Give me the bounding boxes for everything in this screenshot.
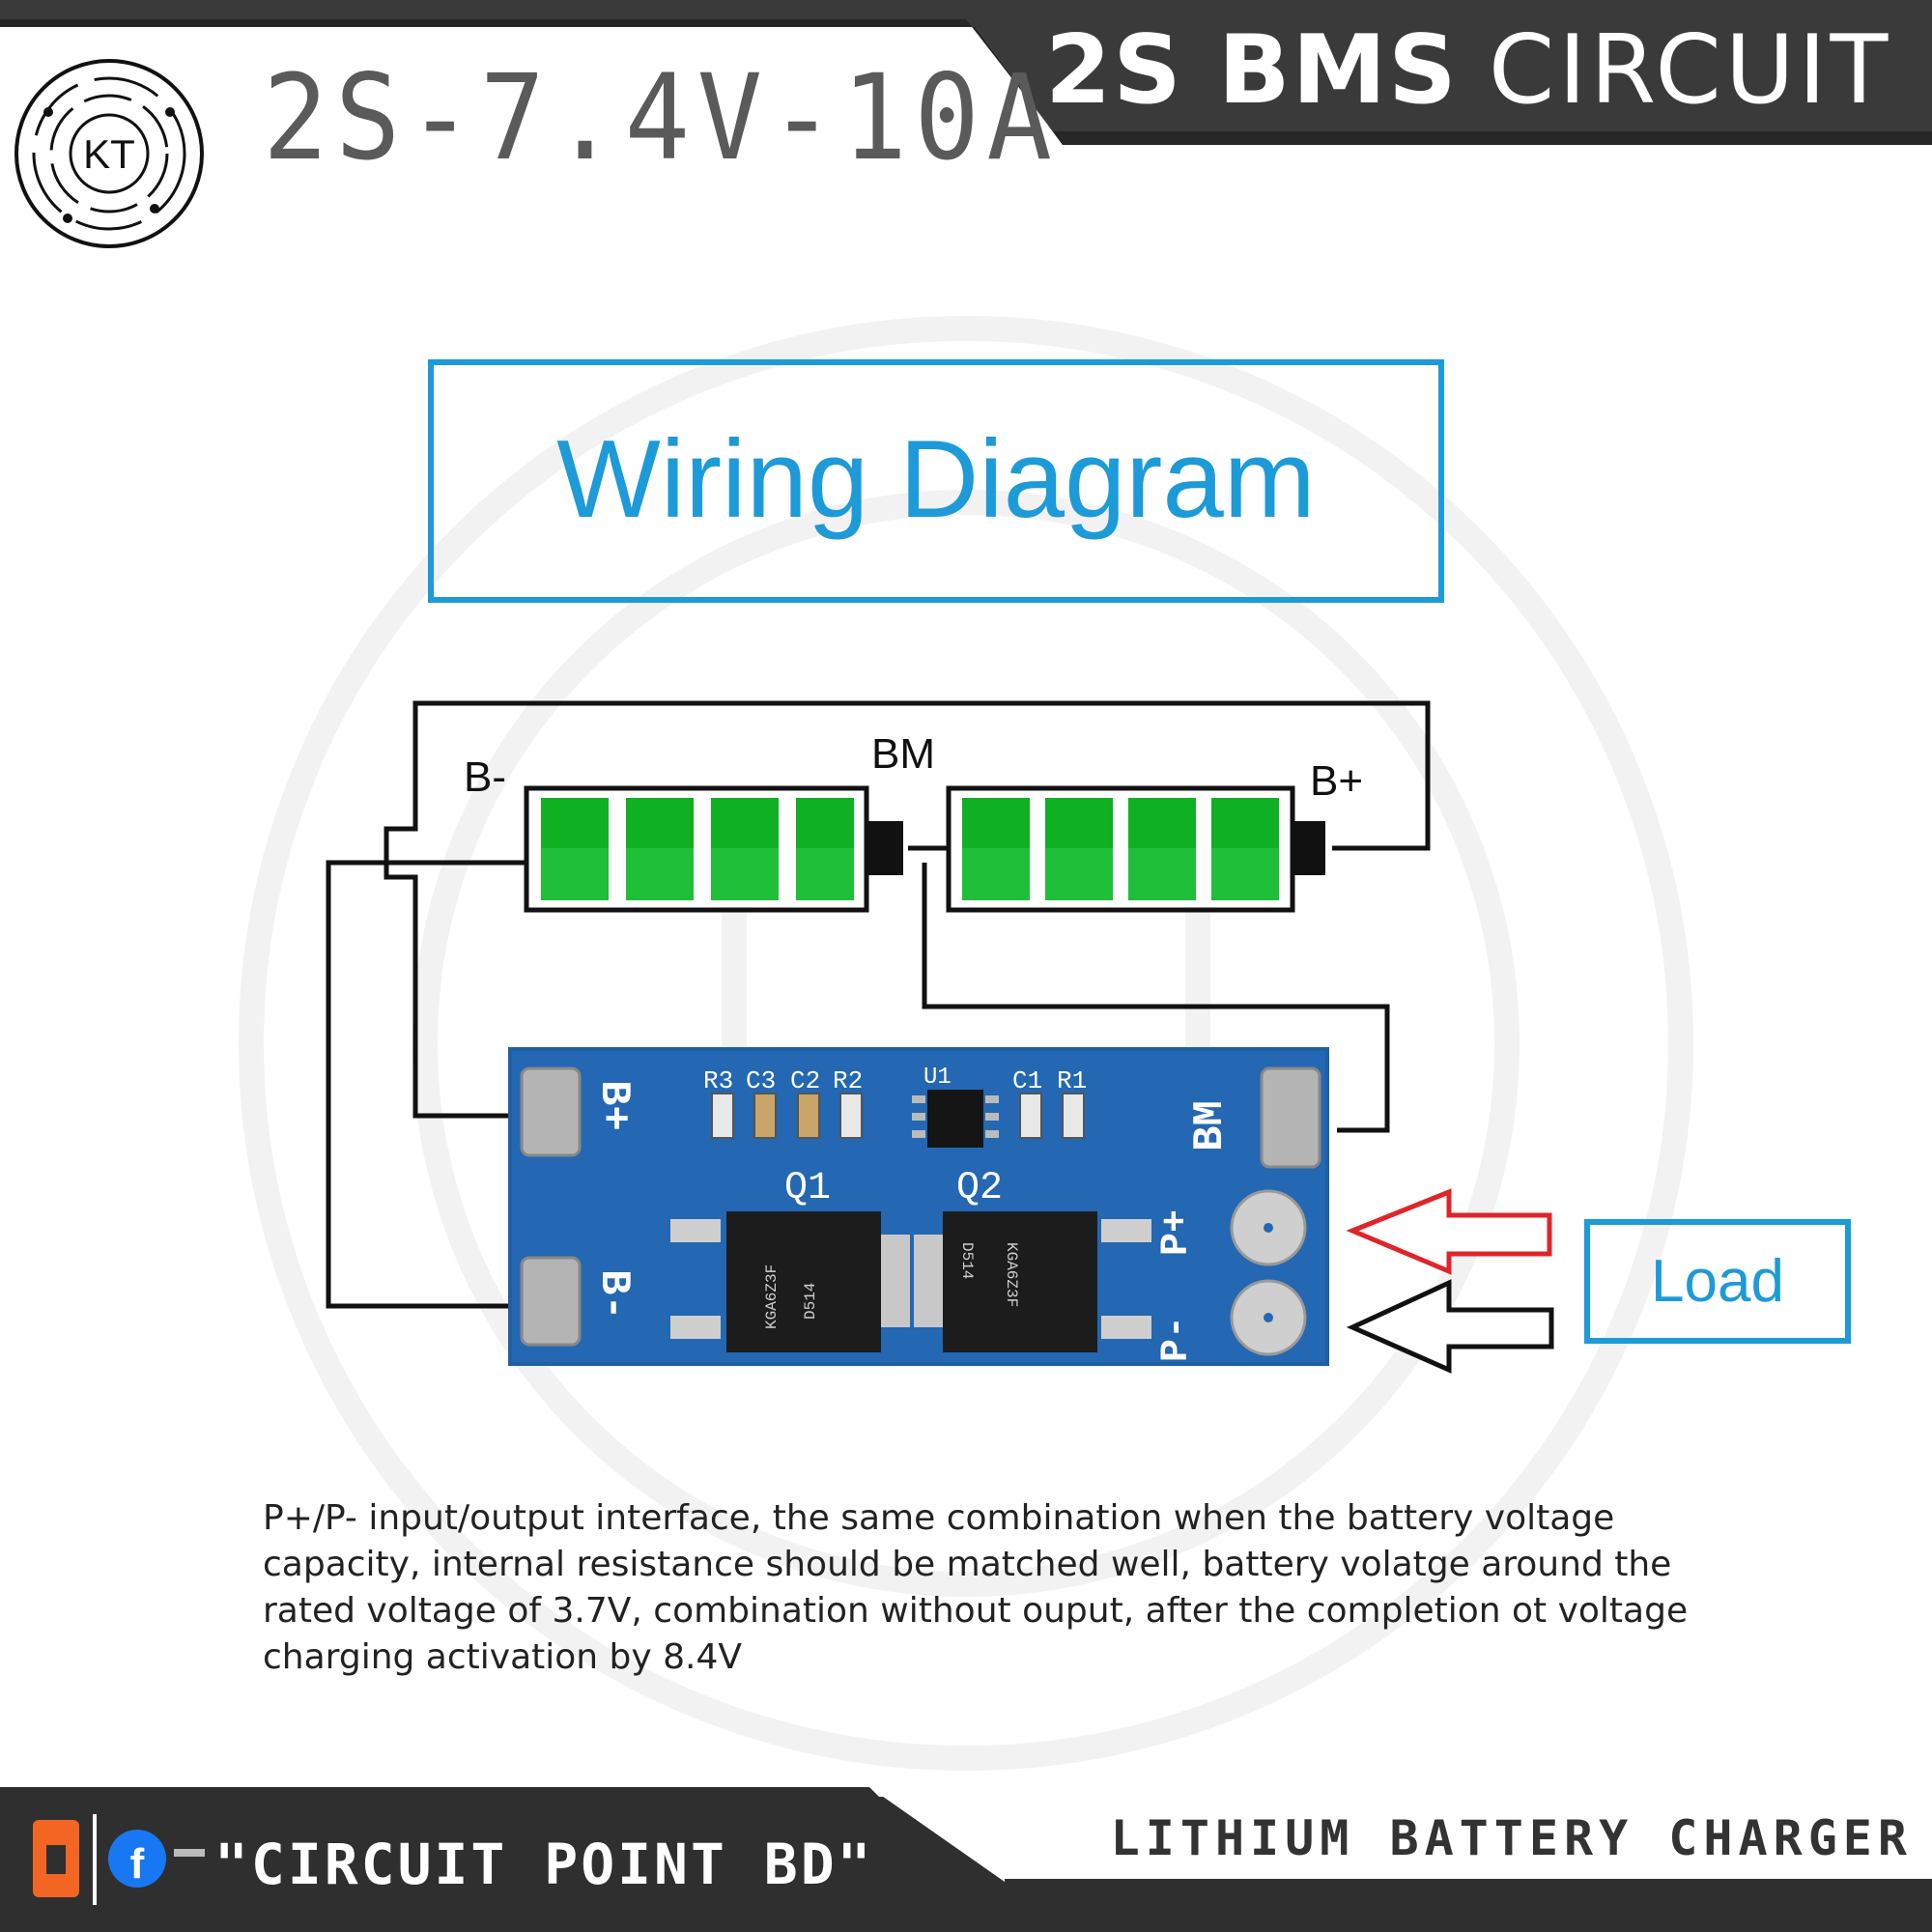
svg-text:f: f <box>130 1840 145 1888</box>
pcb-comp-r2: R2 <box>833 1066 864 1095</box>
pcb-comp-c3: C3 <box>746 1066 777 1095</box>
header-title: 2S BMS CIRCUIT <box>1045 17 1915 124</box>
pcb-label-bminus: B- <box>589 1269 638 1321</box>
description: P+/P- input/output interface, the same c… <box>263 1495 1828 1681</box>
pcb-label-q1: Q1 <box>784 1167 832 1210</box>
description-line-4: charging activation by 8.4V <box>263 1637 743 1677</box>
footer-tagline: LITHIUM BATTERY CHARGER <box>1110 1810 1913 1866</box>
spec-title: 2S-7.4V-10A <box>263 49 1060 186</box>
pcb-comp-c1: C1 <box>1012 1066 1043 1095</box>
battery-2 <box>946 785 1325 913</box>
description-line-3: rated voltage of 3.7V, combination witho… <box>263 1591 1689 1631</box>
load-label: Load <box>1651 1248 1784 1315</box>
facebook-icon: f <box>108 1830 166 1888</box>
pcb-comp-r3: R3 <box>703 1066 734 1095</box>
header-title-bold: 2S BMS <box>1045 15 1459 126</box>
terminal-b-minus: B- <box>464 753 506 801</box>
description-line-2: capacity, internal resistance should be … <box>263 1545 1672 1584</box>
pcb-label-q2: Q2 <box>956 1167 1004 1210</box>
bms-pcb <box>508 1047 1329 1366</box>
pcb-label-bm: BM <box>1186 1100 1235 1151</box>
pcb-label-pplus: P+ <box>1155 1208 1199 1256</box>
daraz-icon <box>33 1820 79 1897</box>
svg-text:KT: KT <box>83 131 135 177</box>
mosfet-marking-1: KGA6Z3F <box>763 1264 781 1329</box>
mosfet-marking-2b: D514 <box>958 1242 976 1280</box>
mosfet-marking-2: KGA6Z3F <box>1003 1242 1020 1308</box>
terminal-bm: BM <box>871 730 935 778</box>
mosfet-marking-1b: D514 <box>802 1282 819 1320</box>
wiring-diagram-title: Wiring Diagram <box>556 417 1316 541</box>
pcb-comp-u1: U1 <box>923 1065 952 1091</box>
kt-logo: KT <box>14 59 204 248</box>
description-line-1: P+/P- input/output interface, the same c… <box>263 1498 1615 1538</box>
pcb-comp-c2: C2 <box>790 1066 821 1095</box>
pcb-label-bplus: B+ <box>589 1080 638 1131</box>
pcb-comp-r1: R1 <box>1057 1066 1088 1095</box>
battery-1 <box>524 785 903 913</box>
pcb-label-pminus: P- <box>1155 1315 1199 1362</box>
terminal-b-plus: B+ <box>1310 757 1364 805</box>
header-title-light: CIRCUIT <box>1488 15 1892 126</box>
footer-brand: "CIRCUIT POINT BD" <box>214 1832 874 1897</box>
